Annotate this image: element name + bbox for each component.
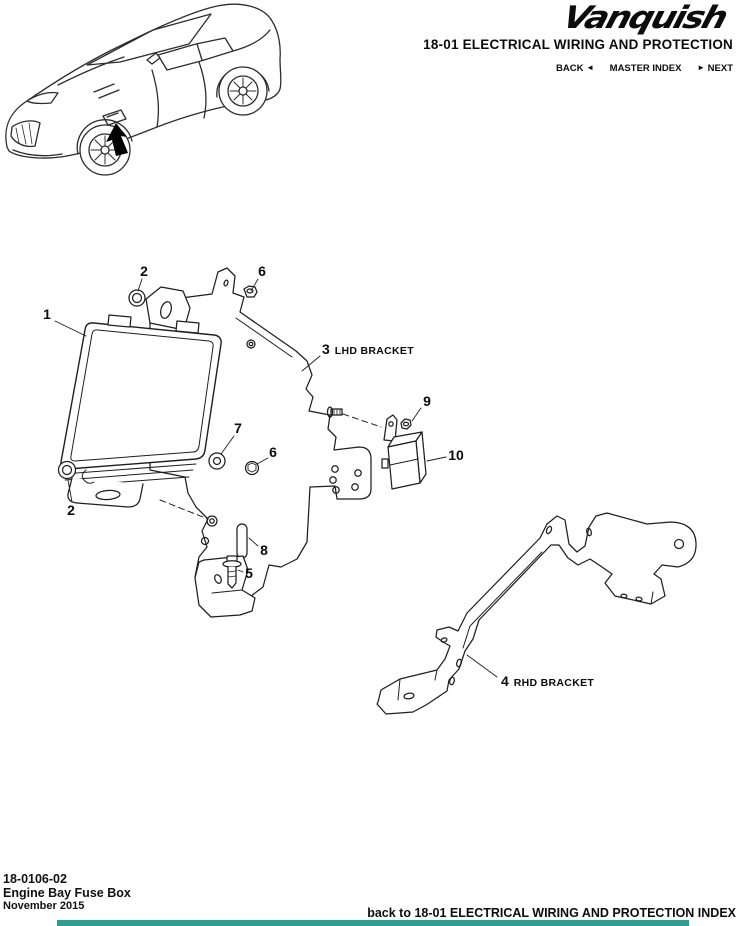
car-location-illustration bbox=[0, 0, 292, 186]
leader-lines bbox=[54, 278, 498, 678]
doc-date: November 2015 bbox=[3, 900, 85, 912]
callout-7: 7 bbox=[234, 420, 242, 436]
assembly-dashed-lines bbox=[159, 413, 382, 520]
next-link[interactable]: ► NEXT bbox=[697, 63, 733, 74]
back-arrow-icon: ◄ bbox=[586, 63, 595, 72]
back-link[interactable]: BACK ◄ bbox=[556, 63, 594, 74]
nut-item-9 bbox=[400, 418, 412, 430]
footer-info: 18-0106-02 Engine Bay Fuse Box November … bbox=[3, 872, 131, 914]
stud-bolt bbox=[326, 406, 343, 418]
page-header: Vanquish 18-01 ELECTRICAL WIRING AND PRO… bbox=[373, 0, 733, 74]
callout-3-lhd-bracket: 3 LHD BRACKET bbox=[322, 341, 414, 357]
doc-number: 18-0106-02 bbox=[3, 872, 67, 886]
back-to-index-link[interactable]: back to 18-01 ELECTRICAL WIRING AND PROT… bbox=[367, 906, 736, 920]
doc-title: Engine Bay Fuse Box bbox=[3, 885, 131, 900]
screw-item-5 bbox=[222, 555, 242, 589]
callout-9: 9 bbox=[423, 393, 431, 409]
master-index-link[interactable]: MASTER INDEX bbox=[609, 63, 682, 74]
fuse-box-part bbox=[60, 314, 222, 508]
callout-3-text: LHD BRACKET bbox=[334, 345, 414, 357]
callout-4-rhd-bracket: 4 RHD BRACKET bbox=[501, 673, 594, 689]
callout-1: 1 bbox=[43, 306, 51, 322]
grommet-top bbox=[128, 289, 146, 307]
back-label: BACK bbox=[556, 63, 584, 74]
callout-8: 8 bbox=[260, 542, 268, 558]
callout-5: 5 bbox=[245, 565, 253, 581]
callout-10: 10 bbox=[448, 447, 464, 463]
callout-4-text: RHD BRACKET bbox=[513, 677, 595, 689]
bracket-ear bbox=[145, 286, 191, 331]
footer-accent-bar bbox=[57, 920, 689, 926]
nut-top bbox=[243, 285, 258, 298]
rhd-bracket-part bbox=[376, 512, 697, 715]
nut-mid bbox=[244, 460, 260, 476]
callout-4-number: 4 bbox=[501, 673, 509, 689]
next-label: NEXT bbox=[707, 63, 733, 74]
callout-6-top: 6 bbox=[258, 263, 266, 279]
callout-3-number: 3 bbox=[322, 341, 330, 357]
callout-2-bottom: 2 bbox=[67, 502, 75, 518]
washer-item-7 bbox=[208, 452, 226, 470]
callout-6-mid: 6 bbox=[269, 444, 277, 460]
next-arrow-icon: ► bbox=[697, 63, 706, 72]
module-part bbox=[381, 414, 427, 490]
grommet-bottom bbox=[57, 460, 77, 480]
car-line-art bbox=[5, 3, 282, 176]
callout-2-top: 2 bbox=[140, 263, 148, 279]
section-title: 18-01 ELECTRICAL WIRING AND PROTECTION bbox=[423, 37, 733, 52]
location-arrow-icon bbox=[106, 123, 128, 156]
header-nav: BACK ◄ MASTER INDEX ► NEXT bbox=[373, 63, 733, 74]
